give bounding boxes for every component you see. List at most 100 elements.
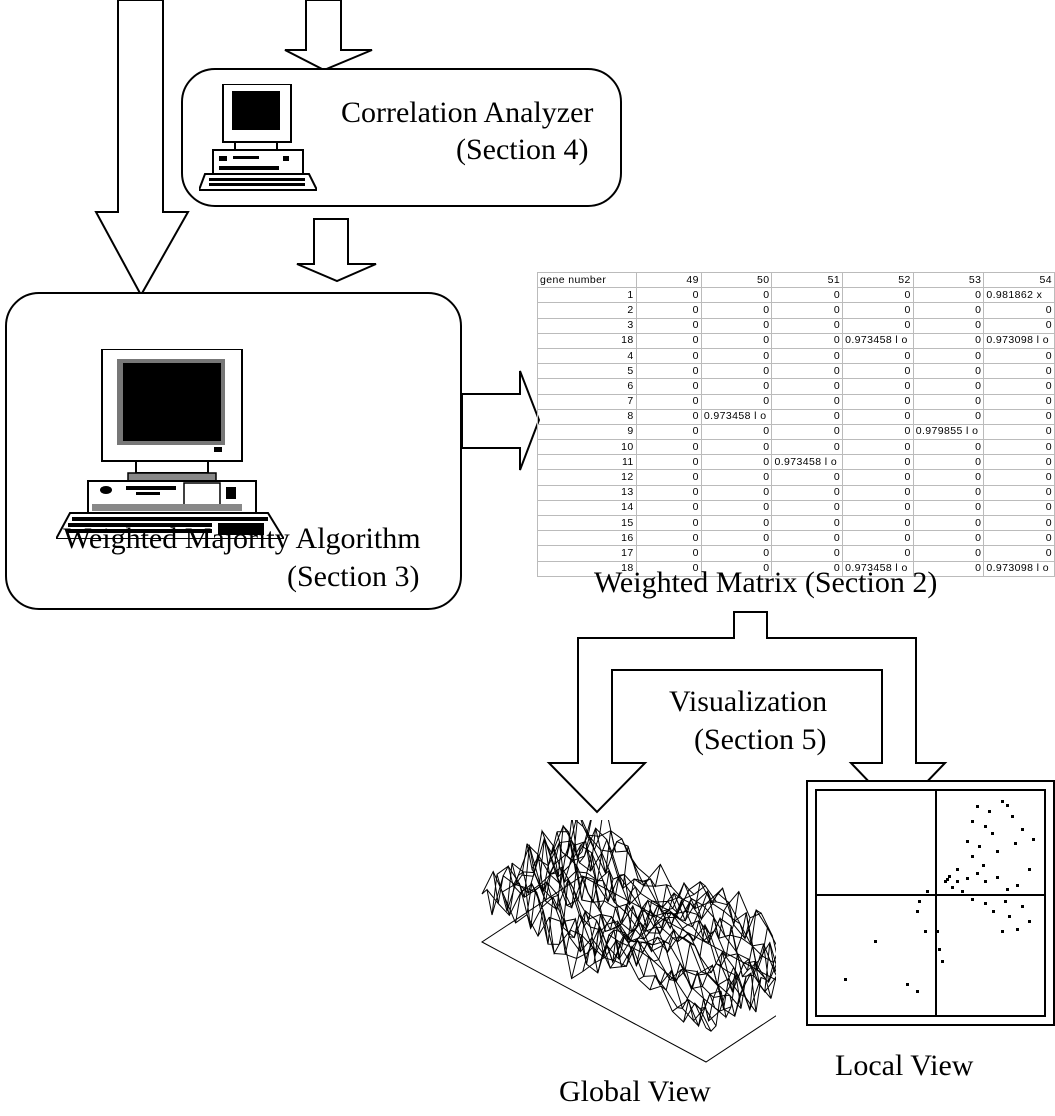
matrix-cell: 0 bbox=[700, 393, 773, 410]
matrix-cell: 51 bbox=[771, 271, 844, 289]
matrix-cell: 0 bbox=[700, 287, 773, 304]
scatter-point bbox=[976, 805, 979, 808]
mesh-line bbox=[526, 843, 752, 996]
mesh-line bbox=[556, 831, 776, 972]
scatter-point bbox=[996, 876, 999, 879]
scatter-point bbox=[918, 900, 921, 903]
matrix-cell: 0.973458 l o bbox=[771, 454, 844, 471]
matrix-cell: 0 bbox=[912, 302, 985, 319]
matrix-cell: 16 bbox=[537, 530, 637, 547]
mesh-base-plane bbox=[481, 875, 776, 1063]
matrix-cell: 2 bbox=[537, 302, 637, 319]
matrix-cell: 0 bbox=[771, 302, 844, 319]
matrix-cell: 0 bbox=[700, 514, 773, 532]
matrix-cell: 0.979855 l o bbox=[912, 423, 985, 441]
matrix-cell: 0 bbox=[771, 393, 844, 410]
matrix-cell: 52 bbox=[842, 271, 914, 289]
matrix-cell: 0 bbox=[983, 347, 1055, 365]
arrow-visualization-split bbox=[546, 611, 948, 814]
scatter-point bbox=[916, 990, 919, 993]
matrix-cell: 0 bbox=[983, 317, 1055, 334]
scatter-point bbox=[966, 877, 969, 880]
matrix-cell: 0 bbox=[700, 454, 773, 471]
matrix-cell: 0 bbox=[842, 393, 914, 410]
matrix-cell: 0 bbox=[842, 317, 914, 334]
matrix-cell: 0 bbox=[842, 423, 914, 441]
matrix-cell: 0 bbox=[983, 378, 1055, 395]
matrix-cell: 0 bbox=[912, 439, 985, 456]
matrix-cell: 0 bbox=[912, 287, 985, 304]
scatter-point bbox=[1016, 884, 1019, 887]
matrix-cell: 0 bbox=[635, 499, 702, 517]
matrix-cell: gene number bbox=[537, 271, 637, 289]
correlation-analyzer-section: (Section 4) bbox=[456, 133, 589, 166]
mesh-line bbox=[561, 827, 776, 976]
scatter-point bbox=[944, 880, 947, 883]
matrix-cell: 0 bbox=[912, 484, 985, 501]
matrix-cell: 0 bbox=[635, 454, 702, 471]
scatter-point bbox=[1032, 838, 1035, 841]
matrix-cell: 0 bbox=[635, 469, 702, 486]
matrix-cell: 0 bbox=[912, 393, 985, 410]
matrix-cell: 0 bbox=[700, 302, 773, 319]
scatter-point bbox=[996, 850, 999, 853]
matrix-cell: 0 bbox=[842, 514, 914, 532]
scatter-point bbox=[906, 983, 909, 986]
matrix-cell: 0 bbox=[912, 499, 985, 517]
matrix-cell: 0 bbox=[771, 469, 844, 486]
matrix-cell: 0 bbox=[983, 408, 1055, 425]
matrix-cell: 0 bbox=[700, 469, 773, 486]
matrix-cell: 0 bbox=[635, 363, 702, 380]
scatter-point bbox=[961, 890, 964, 893]
scatter-point bbox=[941, 960, 944, 963]
global-view-mesh-plot bbox=[481, 820, 776, 1063]
matrix-cell: 18 bbox=[537, 332, 637, 349]
matrix-cell: 0 bbox=[842, 454, 914, 471]
arrow-to-matrix bbox=[461, 370, 541, 471]
scatter-point bbox=[948, 875, 951, 878]
matrix-cell: 0 bbox=[771, 560, 844, 577]
matrix-cell: 0 bbox=[912, 332, 985, 349]
computer-icon bbox=[56, 349, 284, 539]
matrix-cell: 0 bbox=[771, 439, 844, 456]
scatter-point bbox=[982, 864, 985, 867]
matrix-cell: 9 bbox=[537, 423, 637, 441]
matrix-cell: 0 bbox=[983, 302, 1055, 319]
matrix-cell: 0 bbox=[635, 514, 702, 532]
visualization-section: (Section 5) bbox=[694, 723, 827, 756]
matrix-cell: 0 bbox=[842, 545, 914, 562]
matrix-cell: 0 bbox=[635, 423, 702, 441]
mesh-line bbox=[551, 824, 776, 993]
scatter-point bbox=[1008, 915, 1011, 918]
scatter-point bbox=[946, 878, 949, 881]
matrix-cell: 0 bbox=[842, 469, 914, 486]
matrix-cell: 0 bbox=[700, 332, 773, 349]
matrix-cell: 0 bbox=[912, 363, 985, 380]
global-view-caption: Global View bbox=[559, 1075, 711, 1108]
matrix-cell: 0 bbox=[771, 530, 844, 547]
matrix-cell: 0 bbox=[771, 484, 844, 501]
matrix-cell: 0 bbox=[912, 545, 985, 562]
scatter-point bbox=[984, 880, 987, 883]
matrix-cell: 0 bbox=[912, 514, 985, 532]
arrow-correlation-to-weighted bbox=[296, 218, 377, 283]
matrix-cell: 0 bbox=[771, 514, 844, 532]
matrix-cell: 0 bbox=[983, 514, 1055, 532]
matrix-cell: 0 bbox=[842, 530, 914, 547]
scatter-point bbox=[926, 890, 929, 893]
matrix-cell: 0 bbox=[700, 484, 773, 501]
matrix-cell: 0 bbox=[700, 499, 773, 517]
scatter-point bbox=[924, 930, 927, 933]
matrix-cell: 0 bbox=[912, 347, 985, 365]
matrix-cell: 0 bbox=[635, 287, 702, 304]
scatter-point bbox=[971, 898, 974, 901]
matrix-cell: 0 bbox=[635, 530, 702, 547]
local-view-caption: Local View bbox=[835, 1049, 974, 1082]
